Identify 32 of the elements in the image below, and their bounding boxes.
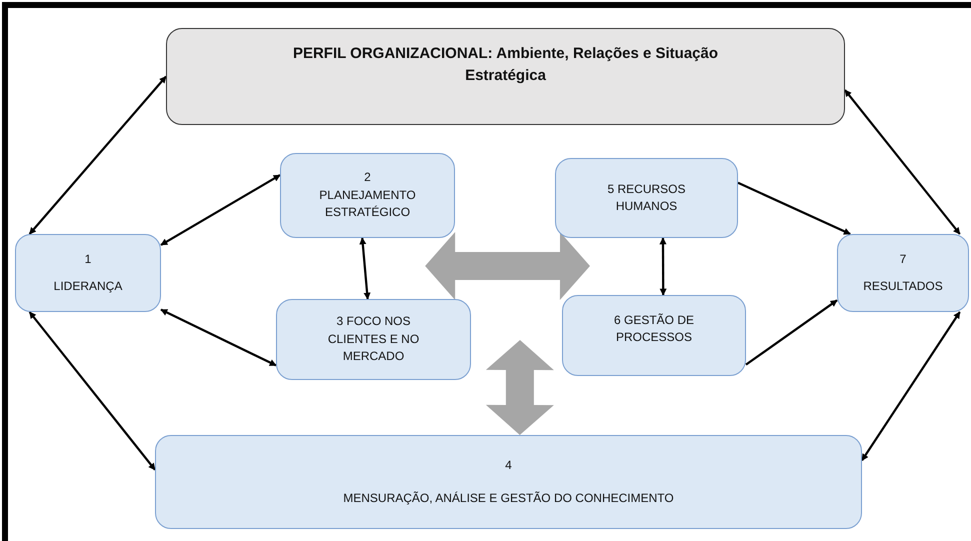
- process-box: [155, 435, 862, 529]
- double-block-arrow: [425, 232, 590, 300]
- process-box: [555, 158, 738, 238]
- arrow: [160, 174, 281, 246]
- node-number: 7: [900, 250, 906, 268]
- arrow: [660, 237, 667, 296]
- process-box: [280, 153, 455, 238]
- arrow: [160, 308, 277, 366]
- arrow: [745, 299, 838, 366]
- process-box: [562, 295, 746, 376]
- arrow: [844, 89, 961, 235]
- arrow: [861, 311, 961, 461]
- node-label: PLANEJAMENTO ESTRATÉGICO: [318, 186, 417, 222]
- node-label: MENSURAÇÃO, ANÁLISE E GESTÃO DO CONHECIMENTO: [343, 490, 674, 507]
- node-label: LIDERANÇA: [54, 278, 122, 295]
- node-label: 6 GESTÃO DE PROCESSOS: [612, 312, 696, 346]
- arrow: [738, 182, 851, 235]
- arrow: [28, 76, 167, 235]
- node-label: 5 RECURSOS HUMANOS: [606, 180, 687, 215]
- process-box: [15, 234, 161, 312]
- arrow: [28, 311, 156, 470]
- node-label: 3 FOCO NOS CLIENTES E NO MERCADO: [326, 313, 420, 366]
- profile-box: [166, 28, 845, 125]
- node-number: 4: [505, 457, 512, 474]
- process-box: [276, 299, 471, 380]
- node-label: PERFIL ORGANIZACIONAL: Ambiente, Relações e Situação Estratégica: [292, 44, 720, 86]
- process-box: [837, 234, 969, 312]
- node-label: RESULTADOS: [863, 278, 943, 295]
- node-number: 2: [364, 169, 371, 186]
- arrow: [359, 237, 371, 300]
- node-number: 1: [84, 250, 92, 268]
- double-block-arrow: [486, 340, 554, 435]
